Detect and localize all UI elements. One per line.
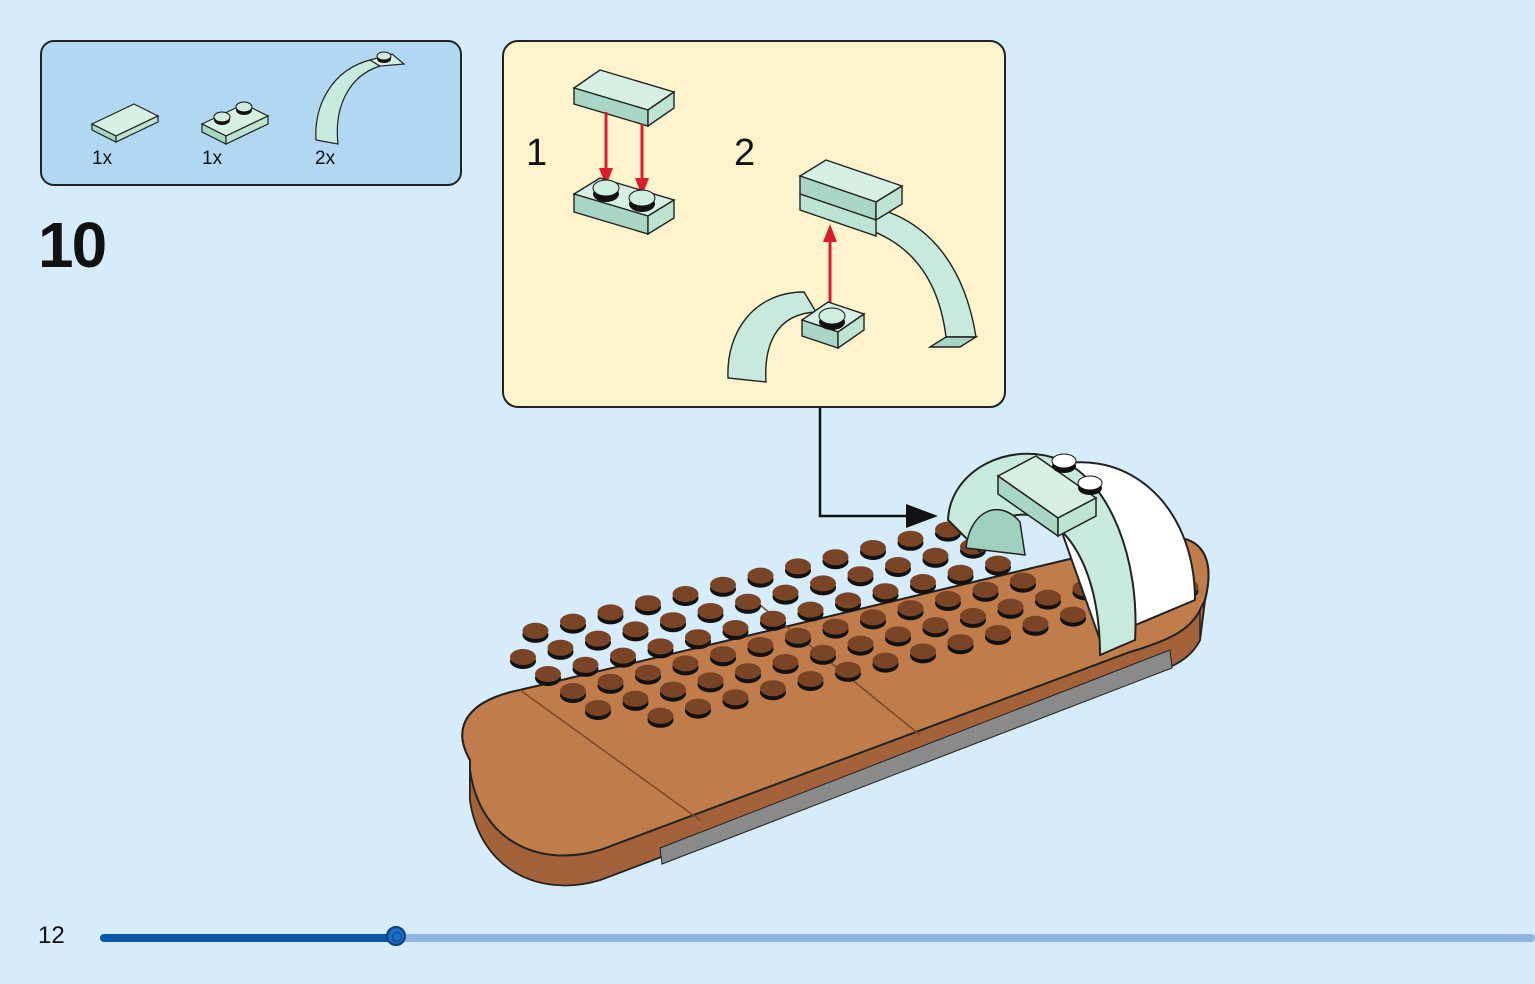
stud xyxy=(997,598,1024,615)
arch-curved-icon xyxy=(315,51,406,145)
stud xyxy=(547,639,574,656)
stud xyxy=(760,680,786,697)
stud xyxy=(935,591,961,607)
stud xyxy=(1035,589,1061,606)
stud xyxy=(597,673,624,690)
stud xyxy=(972,581,999,598)
stud xyxy=(810,575,836,592)
stud xyxy=(860,540,886,556)
stud xyxy=(1022,615,1049,632)
part-qty-2: 1x xyxy=(202,148,223,169)
stud xyxy=(560,613,586,630)
stud xyxy=(835,661,861,678)
stud xyxy=(822,549,849,566)
stud xyxy=(710,646,736,663)
parts-list-box: 1x 1x 2x xyxy=(40,40,462,186)
stud xyxy=(672,655,699,672)
progress-fill xyxy=(100,934,396,942)
part-qty-3: 2x xyxy=(315,148,336,169)
stud xyxy=(697,672,724,689)
stud xyxy=(910,574,936,590)
stud xyxy=(822,618,849,635)
stud xyxy=(572,656,599,673)
stud xyxy=(560,683,586,699)
stud xyxy=(785,627,811,644)
stud xyxy=(697,603,724,619)
substep-2-illustration xyxy=(727,159,979,383)
substep-1-illustration xyxy=(572,69,676,236)
page-number: 12 xyxy=(38,922,65,949)
stud xyxy=(660,612,686,629)
progress-bar xyxy=(100,926,1535,946)
stud xyxy=(635,664,661,681)
step-number: 10 xyxy=(38,209,107,281)
stud xyxy=(960,608,986,624)
stud xyxy=(872,652,899,669)
stud xyxy=(597,604,624,621)
stud xyxy=(947,634,974,651)
stud xyxy=(947,564,974,581)
dome-assembly xyxy=(946,452,1197,657)
stud xyxy=(710,576,736,593)
stud xyxy=(722,689,749,706)
stud xyxy=(660,681,686,698)
stud xyxy=(885,557,911,573)
stud xyxy=(510,649,536,665)
stud xyxy=(747,637,774,653)
stud xyxy=(860,609,886,626)
stud xyxy=(760,610,786,627)
plate-1x2-icon xyxy=(200,101,270,145)
stud xyxy=(672,586,699,602)
stud xyxy=(922,547,949,564)
stud xyxy=(635,595,661,612)
stud xyxy=(897,530,924,547)
stud xyxy=(847,566,874,583)
assembly-arrow-up-icon xyxy=(823,224,837,312)
stud xyxy=(1060,606,1086,623)
stud xyxy=(735,663,761,680)
stud xyxy=(985,625,1011,641)
stud xyxy=(610,647,636,664)
stud xyxy=(847,635,874,652)
part-qty-1: 1x xyxy=(92,148,113,169)
baseplate-studs xyxy=(510,521,1199,728)
stud xyxy=(797,601,824,618)
stud xyxy=(872,583,899,600)
assembly-arrow-icon xyxy=(599,112,649,196)
stud xyxy=(647,638,674,655)
stud xyxy=(622,621,649,638)
stud xyxy=(835,592,861,609)
stud xyxy=(1010,572,1036,589)
stud xyxy=(585,630,611,647)
substep-number-1: 1 xyxy=(526,132,548,174)
progress-knob[interactable] xyxy=(385,926,406,946)
stud xyxy=(535,666,561,682)
stud xyxy=(735,593,761,610)
stud xyxy=(985,555,1011,572)
stud xyxy=(785,558,811,575)
tile-1x2-icon xyxy=(90,103,160,143)
stud xyxy=(685,698,711,715)
stud xyxy=(585,700,611,716)
stud xyxy=(897,600,924,617)
stud xyxy=(747,567,774,584)
callout-pointer-arrow-icon xyxy=(818,408,938,528)
stud xyxy=(522,622,549,639)
stud xyxy=(797,671,824,687)
subassembly-callout: 1 2 xyxy=(502,40,1006,408)
stud xyxy=(685,629,711,646)
brown-baseplate xyxy=(461,536,1210,887)
stud xyxy=(722,620,749,636)
stud xyxy=(885,626,911,643)
substep-number-2: 2 xyxy=(734,132,756,174)
stud xyxy=(622,690,649,707)
stud xyxy=(647,707,674,724)
stud xyxy=(772,584,799,601)
stud xyxy=(910,643,936,660)
stud xyxy=(772,654,799,670)
stud xyxy=(810,644,836,661)
stud xyxy=(922,617,949,634)
